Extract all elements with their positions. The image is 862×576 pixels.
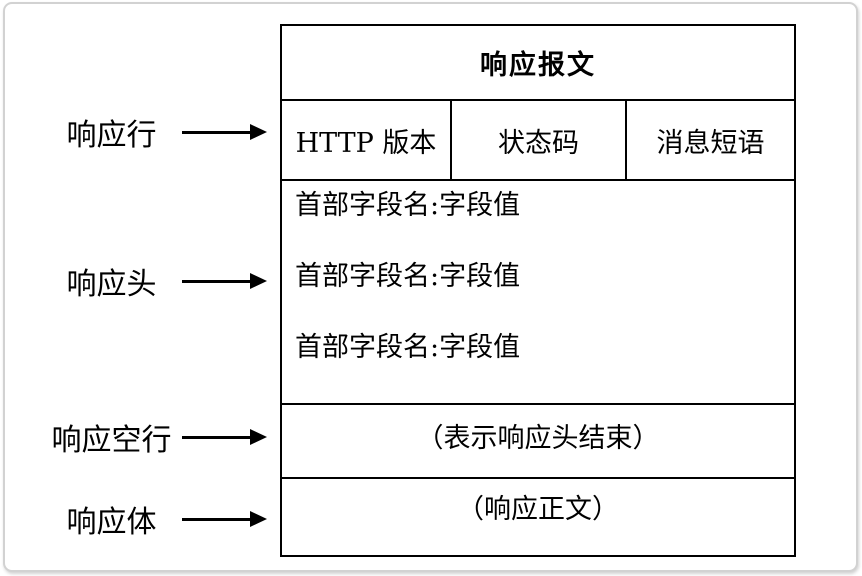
body-note: （响应正文） <box>457 493 619 525</box>
arrow-head <box>250 124 267 140</box>
annotation-response-line: 响应行 <box>45 112 267 153</box>
cell-reason-phrase: 消息短语 <box>656 127 765 159</box>
header-field-line: 首部字段名:字段值 <box>295 190 521 221</box>
annotation-response-empty-line: 响应空行 <box>45 417 267 458</box>
right-arrow-icon <box>182 511 267 527</box>
label-response-body: 响应体 <box>66 505 157 540</box>
response-body-row: （响应正文） <box>282 479 794 555</box>
cell-http-version: HTTP 版本 <box>282 101 452 179</box>
arrow-head <box>250 429 267 445</box>
label-response-empty-line: 响应空行 <box>51 423 172 458</box>
arrow-shaft <box>182 130 251 134</box>
right-arrow-icon <box>182 273 267 289</box>
arrow-shaft <box>182 279 251 283</box>
annotation-response-headers: 响应头 <box>45 261 267 302</box>
arrow-shaft <box>182 517 251 521</box>
response-message-table: 响应报文 HTTP 版本 状态码 消息短语 首部字段名:字段值 首部字段名:字段… <box>280 24 796 557</box>
header-field-line: 首部字段名:字段值 <box>295 261 521 292</box>
cell-status-code: 状态码 <box>452 101 627 179</box>
arrow-head <box>250 273 267 289</box>
response-headers-row: 首部字段名:字段值 首部字段名:字段值 首部字段名:字段值 <box>282 181 794 405</box>
annotation-response-body: 响应体 <box>45 499 267 540</box>
arrow-shaft <box>182 435 251 439</box>
response-line-row: HTTP 版本 状态码 消息短语 <box>282 101 794 181</box>
right-arrow-icon <box>182 429 267 445</box>
empty-line-row: （表示响应头结束） <box>282 405 794 479</box>
diagram-title: 响应报文 <box>282 26 794 101</box>
label-response-headers: 响应头 <box>66 267 157 302</box>
card-frame: 响应报文 HTTP 版本 状态码 消息短语 首部字段名:字段值 首部字段名:字段… <box>3 2 858 572</box>
header-field-line: 首部字段名:字段值 <box>295 332 521 363</box>
arrow-head <box>250 511 267 527</box>
right-arrow-icon <box>182 124 267 140</box>
label-response-line: 响应行 <box>66 118 157 153</box>
empty-line-note: （表示响应头结束） <box>416 422 660 454</box>
